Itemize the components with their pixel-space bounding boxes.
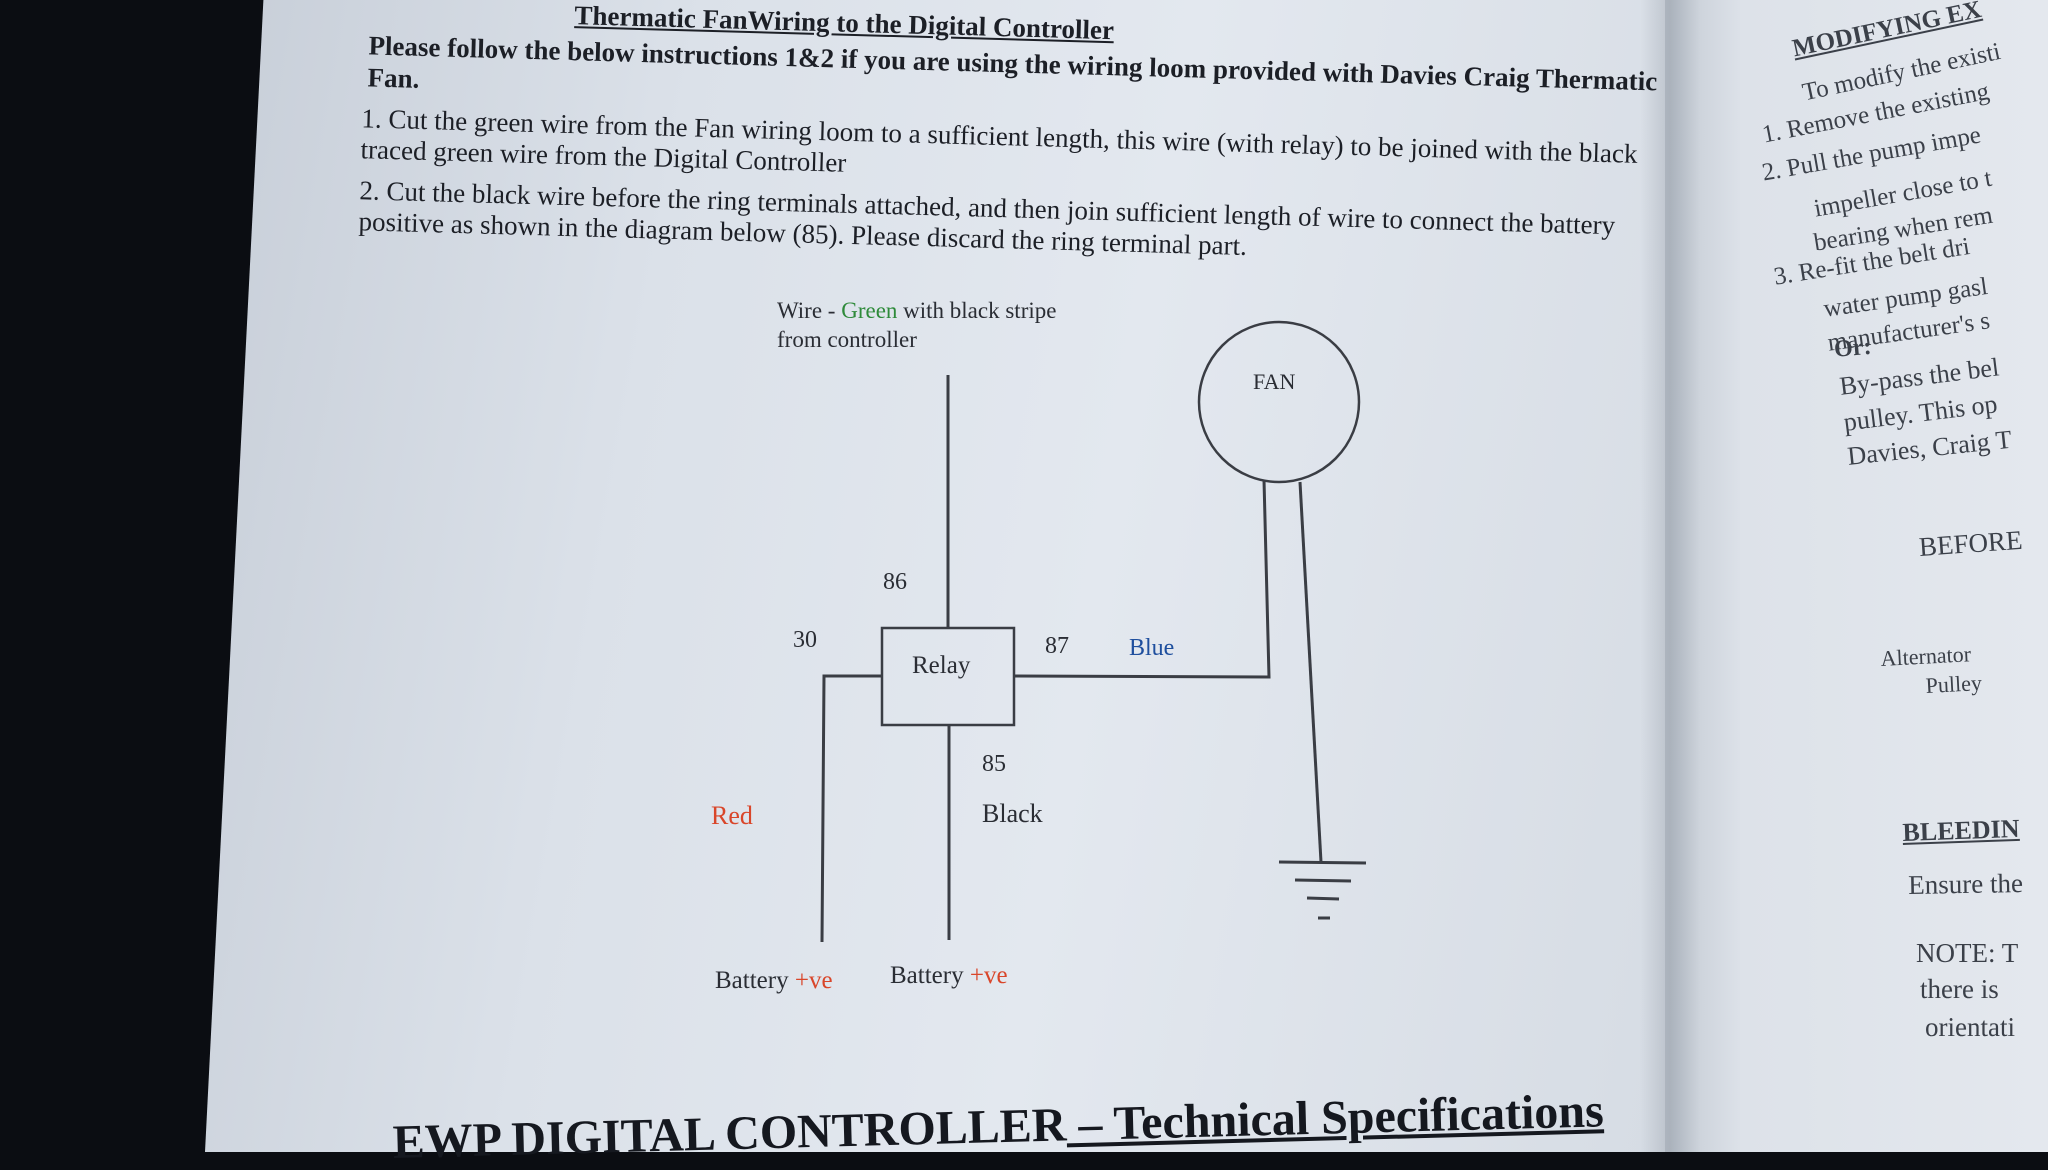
fan-label: FAN xyxy=(1253,369,1295,394)
pin-30-label: 30 xyxy=(793,627,817,653)
black-wire-label: Black xyxy=(982,799,1043,828)
red-wire-label: Red xyxy=(711,801,753,830)
wire-30-red xyxy=(820,674,882,943)
side-ensure-line: Ensure the xyxy=(1908,867,2024,900)
page-fold-shadow xyxy=(1640,0,1700,1152)
side-or-label: Or: xyxy=(1833,333,1873,363)
ground-symbol-line-3 xyxy=(1306,896,1340,901)
side-note-line-3: orientati xyxy=(1925,1012,2015,1042)
ground-symbol-line-2 xyxy=(1294,878,1352,883)
green-word: Green xyxy=(841,298,898,323)
fan-ground-wire xyxy=(1298,481,1323,863)
side-bleeding-heading: BLEEDIN xyxy=(1902,813,2020,847)
side-alternator-line-1: Alternator xyxy=(1880,641,1972,671)
battery-left-label: Battery +ve xyxy=(715,967,833,994)
pin-86-label: 86 xyxy=(883,569,907,595)
pin-85-label: 85 xyxy=(982,751,1006,777)
facing-page xyxy=(1665,0,2048,1152)
fan-circle xyxy=(1197,320,1361,484)
instruction-page xyxy=(205,0,1665,1152)
relay-label: Relay xyxy=(912,652,971,679)
battery-right-label: Battery +ve xyxy=(890,962,1008,989)
positive-sign: +ve xyxy=(795,967,833,994)
wire-87-blue xyxy=(1013,479,1271,679)
blue-wire-label: Blue xyxy=(1129,635,1174,661)
controller-wire-label-line2: from controller xyxy=(777,327,917,352)
pin-87-label: 87 xyxy=(1045,633,1069,659)
side-note-line-1: NOTE: T xyxy=(1916,938,2019,968)
side-note-line-2: there is xyxy=(1920,974,1999,1004)
side-alternator-line-2: Pulley xyxy=(1925,670,1983,698)
controller-wire-label: Wire - Green with black stripe xyxy=(777,298,1056,323)
ground-symbol-line-1 xyxy=(1278,860,1367,865)
positive-sign: +ve xyxy=(970,962,1008,989)
